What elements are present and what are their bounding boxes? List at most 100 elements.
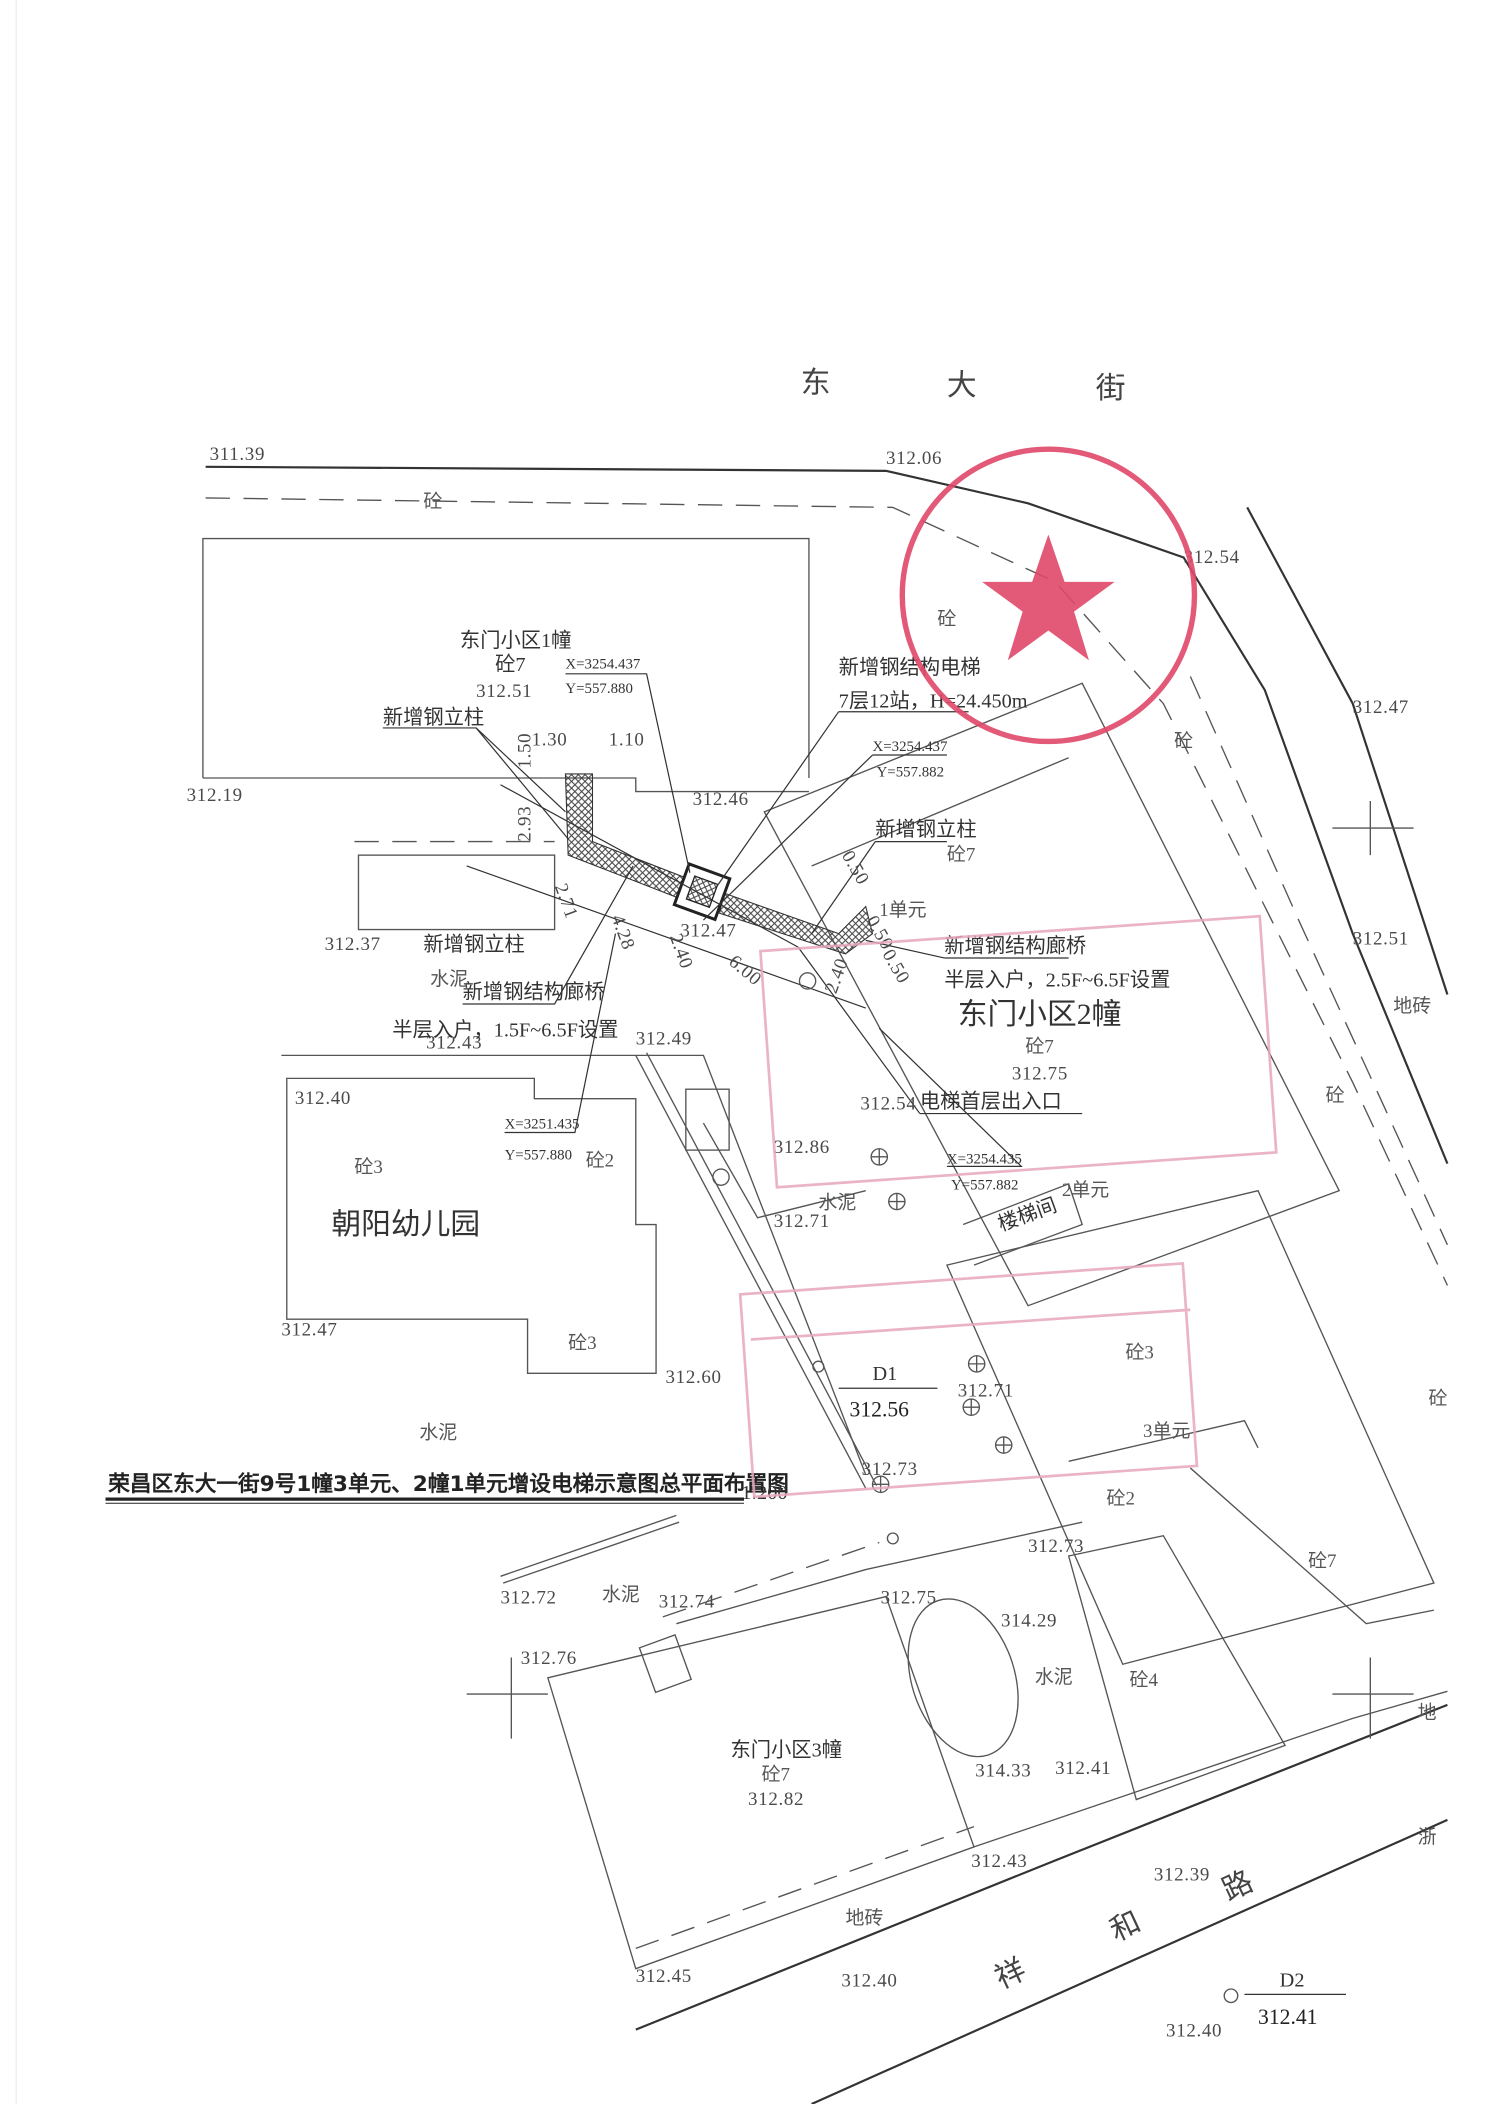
coord-x: X=3254.435	[947, 1152, 1022, 1168]
company-seal	[899, 446, 1198, 745]
elevation-label: 312.47	[281, 1319, 337, 1340]
bridge-note: 半层入户，1.5F~6.5F设置	[392, 1018, 618, 1041]
benchmark-elevation: 312.56	[850, 1398, 910, 1422]
material-label: 砼	[423, 490, 442, 512]
elevator-entrance-label: 电梯首层出入口	[920, 1090, 1062, 1113]
benchmark-d1: D1 312.56	[812, 1360, 938, 1422]
elevation-label: 312.45	[636, 1966, 692, 1987]
building-1-name: 东门小区1幢	[460, 629, 572, 652]
elevation-label: 312.06	[886, 448, 942, 469]
elevation-label: 314.29	[1001, 1610, 1057, 1631]
elevation-label: 312.73	[862, 1459, 918, 1480]
new-column-label: 新增钢立柱	[875, 818, 976, 841]
elevation-label: 312.37	[325, 934, 381, 955]
benchmark-d2: D2 312.41	[1223, 1969, 1346, 2029]
material-label: 砼	[1174, 730, 1193, 752]
building-3-name: 东门小区3幢	[730, 1738, 842, 1761]
material-label: 砼7	[947, 844, 975, 866]
elevation-label: 312.40	[295, 1088, 351, 1109]
material-label: 浙	[1418, 1826, 1437, 1848]
material-label: 砼	[1428, 1387, 1447, 1409]
building-1-elevation: 312.51	[476, 681, 532, 702]
elevation-label: 312.39	[1154, 1865, 1210, 1886]
building-labels: 东门小区1幢 砼7 312.51 东门小区2幢 砼7 东门小区3幢 砼7 312…	[331, 629, 1121, 1810]
building-1-material: 砼7	[495, 653, 525, 676]
street-name-south: 祥 和 路	[990, 1865, 1258, 1995]
building-2-name: 东门小区2幢	[958, 998, 1122, 1031]
kindergarten-outline	[286, 1077, 657, 1375]
material-label: 砼	[1326, 1084, 1345, 1106]
street-char: 路	[1217, 1865, 1258, 1907]
coord-x: X=3254.437	[565, 656, 640, 672]
coord-y: Y=557.882	[951, 1177, 1018, 1193]
seal-star-icon	[982, 534, 1115, 661]
material-label: 水泥	[419, 1421, 457, 1443]
elevation-label: 312.72	[501, 1587, 557, 1608]
unit-label: 1单元	[879, 899, 926, 921]
street-char: 大	[947, 369, 977, 402]
material-label: 砼7	[1308, 1550, 1336, 1572]
material-label: 砼2	[586, 1149, 614, 1171]
elevation-label: 312.46	[693, 789, 749, 810]
dimension-labels: 1.30 1.10 1.50 2.93 2.71 4.28 2.40 6.00 …	[514, 730, 913, 997]
elevation-label: 312.76	[521, 1648, 577, 1669]
transformer-box	[685, 1088, 730, 1151]
elevation-label: 312.74	[659, 1591, 715, 1612]
elevation-labels: 311.39 312.06 312.54 312.47 312.19 312.4…	[187, 444, 1409, 2041]
coord-y: Y=557.880	[565, 681, 632, 697]
new-elevator-label: 新增钢结构电梯	[839, 656, 981, 679]
benchmark-elevation: 312.41	[1258, 2005, 1317, 2029]
new-bridge-label: 新增钢结构廊桥	[944, 935, 1086, 958]
elevation-label: 312.47	[1353, 697, 1409, 718]
dimension: 6.00	[725, 951, 766, 990]
elevator-spec: 7层12站，H=24.450m	[839, 690, 1028, 713]
elevation-label: 311.39	[210, 444, 265, 465]
material-label: 砼4	[1130, 1669, 1159, 1691]
elevation-label: 312.54	[860, 1094, 916, 1115]
coord-y: Y=557.880	[505, 1148, 572, 1164]
coord-x: X=3251.435	[505, 1116, 580, 1132]
material-label: 水泥	[430, 968, 468, 990]
street-char: 和	[1105, 1905, 1146, 1947]
elevation-label: 312.51	[1353, 928, 1409, 949]
elevator-corridor	[466, 773, 874, 1009]
elevation-label: 312.40	[841, 1970, 897, 1991]
street-char: 东	[801, 366, 831, 399]
material-label: 地	[1418, 1701, 1437, 1723]
annotations: 新增钢立柱 新增钢立柱 新增钢立柱 新增钢结构电梯 7层12站，H=24.450…	[383, 656, 1191, 1442]
building-2-material: 砼7	[1025, 1036, 1053, 1058]
drawing-title: 荣昌区东大一街9号1幢3单元、2幢1单元增设电梯示意图总平面布置图	[108, 1471, 789, 1497]
elevation-label: 312.41	[1055, 1758, 1111, 1779]
building-3-material: 砼7	[762, 1764, 790, 1786]
material-label: 地砖	[1393, 995, 1431, 1017]
elevation-label: 312.86	[774, 1137, 830, 1158]
elevation-label: 312.75	[881, 1587, 937, 1608]
unit-label: 2单元	[1062, 1179, 1109, 1201]
street-char: 街	[1096, 372, 1126, 405]
elevation-label: 314.33	[975, 1761, 1031, 1782]
material-label: 地砖	[845, 1907, 883, 1929]
street-char: 祥	[990, 1953, 1031, 1995]
coord-x: X=3254.437	[873, 739, 948, 755]
coordinate-labels: X=3254.437 Y=557.880 X=3254.437 Y=557.88…	[505, 656, 1022, 1193]
dimension: 1.30	[532, 730, 568, 751]
elevation-label: 312.73	[1028, 1536, 1084, 1557]
material-label: 砼2	[1107, 1488, 1135, 1510]
elevation-label: 312.71	[958, 1380, 1014, 1401]
elevation-label: 312.75	[1012, 1064, 1068, 1085]
elevation-label: 312.47	[680, 920, 736, 941]
elevation-label: 312.40	[1166, 2020, 1222, 2041]
bridge-note: 半层入户，2.5F~6.5F设置	[944, 968, 1170, 991]
elevation-label: 312.60	[666, 1367, 722, 1388]
manhole-icons	[712, 972, 1013, 1545]
elevation-label: 312.71	[774, 1211, 830, 1232]
elevation-label: 312.54	[1184, 547, 1240, 568]
material-label: 砼	[937, 608, 956, 630]
unit-label: 3单元	[1143, 1420, 1190, 1442]
registration-stamp	[738, 914, 1278, 1499]
benchmark-name: D1	[873, 1363, 898, 1385]
planter-oval	[907, 1598, 1019, 1758]
new-bridge-label: 新增钢结构廊桥	[463, 981, 605, 1004]
elevation-label: 312.43	[971, 1851, 1027, 1872]
